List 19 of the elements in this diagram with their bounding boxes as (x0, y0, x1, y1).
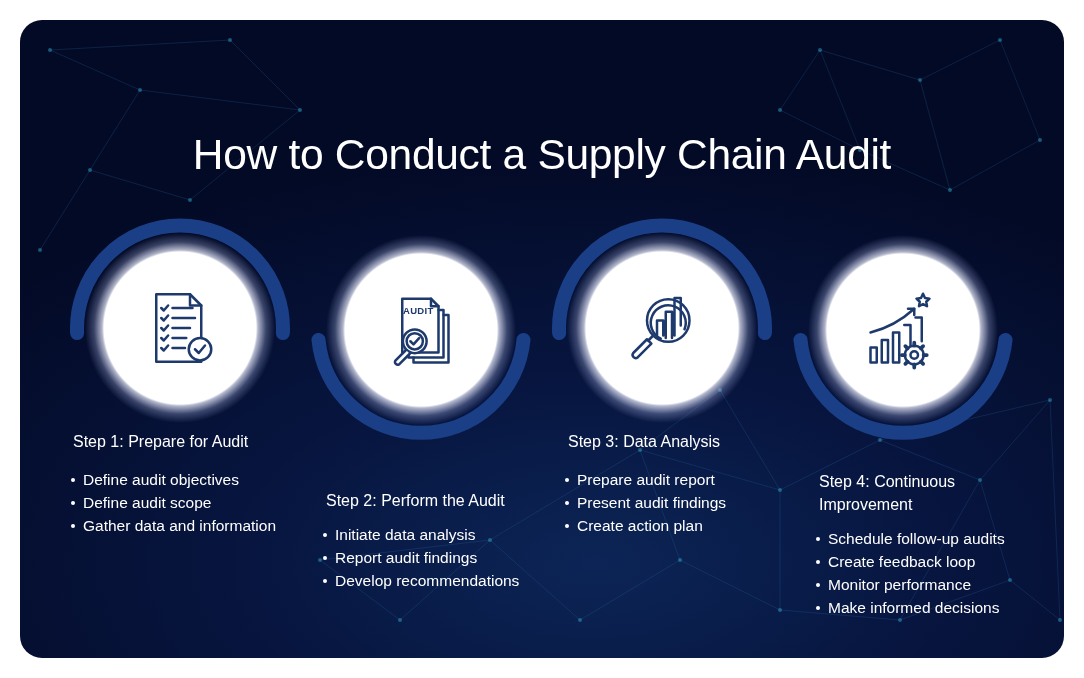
step-heading: Step 2: Perform the Audit (326, 491, 505, 511)
bullet-item: Gather data and information (70, 513, 276, 537)
bullet-item: Initiate data analysis (322, 522, 476, 546)
bullet-item: Define audit objectives (70, 467, 239, 491)
bullet-item: Create action plan (564, 513, 703, 537)
bullet-item: Present audit findings (564, 490, 727, 514)
bullet-item: Schedule follow-up audits (815, 526, 1005, 550)
step-heading: Step 3: Data Analysis (568, 432, 721, 452)
bullet-item: Define audit scope (70, 490, 212, 514)
bullet-item: Develop recommendations (322, 568, 520, 592)
document-title: AUDIT (403, 305, 434, 317)
bullet-item: Report audit findings (322, 545, 478, 569)
step-heading: Step 1: Prepare for Audit (73, 432, 249, 452)
title: How to Conduct a Supply Chain Audit (192, 130, 892, 180)
step-heading: Step 4: Continuous Improvement (819, 471, 957, 515)
bullet-item: Monitor performance (815, 572, 971, 596)
bullet-item: Prepare audit report (564, 467, 715, 491)
bullet-item: Create feedback loop (815, 549, 976, 573)
bullet-item: Make informed decisions (815, 595, 1000, 619)
